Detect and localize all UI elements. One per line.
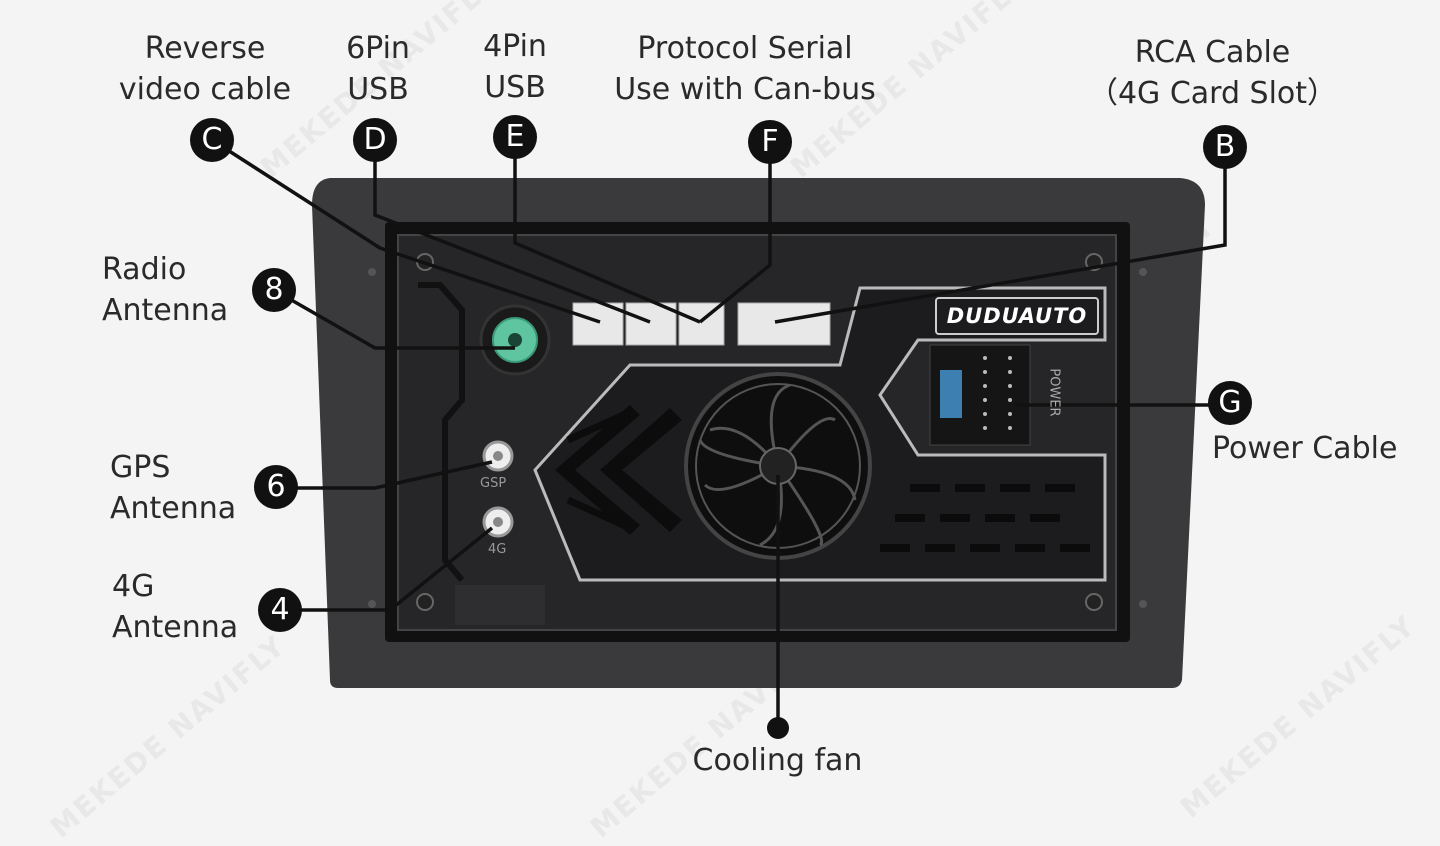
bottom-strip <box>455 585 545 625</box>
power-plug-tab <box>940 370 962 418</box>
4g-port-label: 4G <box>488 542 507 557</box>
screw-icon <box>1085 593 1103 611</box>
connector-can-bus <box>737 302 831 346</box>
label-gps-antenna: GPS Antenna <box>110 450 237 526</box>
badge-e: E <box>493 115 537 159</box>
label-rca-cable: RCA Cable （4G Card Slot） <box>1087 35 1338 111</box>
label-protocol-serial: Protocol Serial Use with Can-bus <box>614 31 876 107</box>
leader-lines <box>211 138 1230 726</box>
badge-c: C <box>190 118 234 162</box>
vent-slots <box>880 484 1090 552</box>
screw-icon <box>368 600 376 608</box>
label-cooling-fan: Cooling fan <box>692 743 863 778</box>
label-power-cable: Power Cable <box>1212 431 1398 466</box>
label-4pin-usb: 4Pin USB <box>483 29 547 105</box>
gsp-port-label: GSP <box>480 476 507 491</box>
screw-icon <box>416 593 434 611</box>
badge-4: 4 <box>258 588 302 632</box>
vent-chevron <box>600 408 682 532</box>
connectors <box>572 302 831 346</box>
badge-8: 8 <box>252 268 296 312</box>
screw-icon <box>1139 268 1147 276</box>
badge-f: F <box>748 120 792 164</box>
screw-icon <box>1139 600 1147 608</box>
power-port-label: POWER <box>1046 368 1062 417</box>
label-reverse-video-cable: Reverse video cable <box>118 31 292 107</box>
badge-g: G <box>1208 381 1252 425</box>
bracket <box>418 282 465 582</box>
label-6pin-usb: 6Pin USB <box>346 31 410 107</box>
badge-6: 6 <box>254 465 298 509</box>
vent-chevron <box>555 405 640 535</box>
label-4g-antenna: 4G Antenna <box>112 569 239 645</box>
label-radio-antenna: Radio Antenna <box>102 252 229 328</box>
cooling-fan <box>684 372 872 560</box>
badge-b: B <box>1203 125 1247 169</box>
brand-logo: DUDUAUTO <box>935 297 1099 335</box>
screw-icon <box>368 268 376 276</box>
badge-d: D <box>353 118 397 162</box>
